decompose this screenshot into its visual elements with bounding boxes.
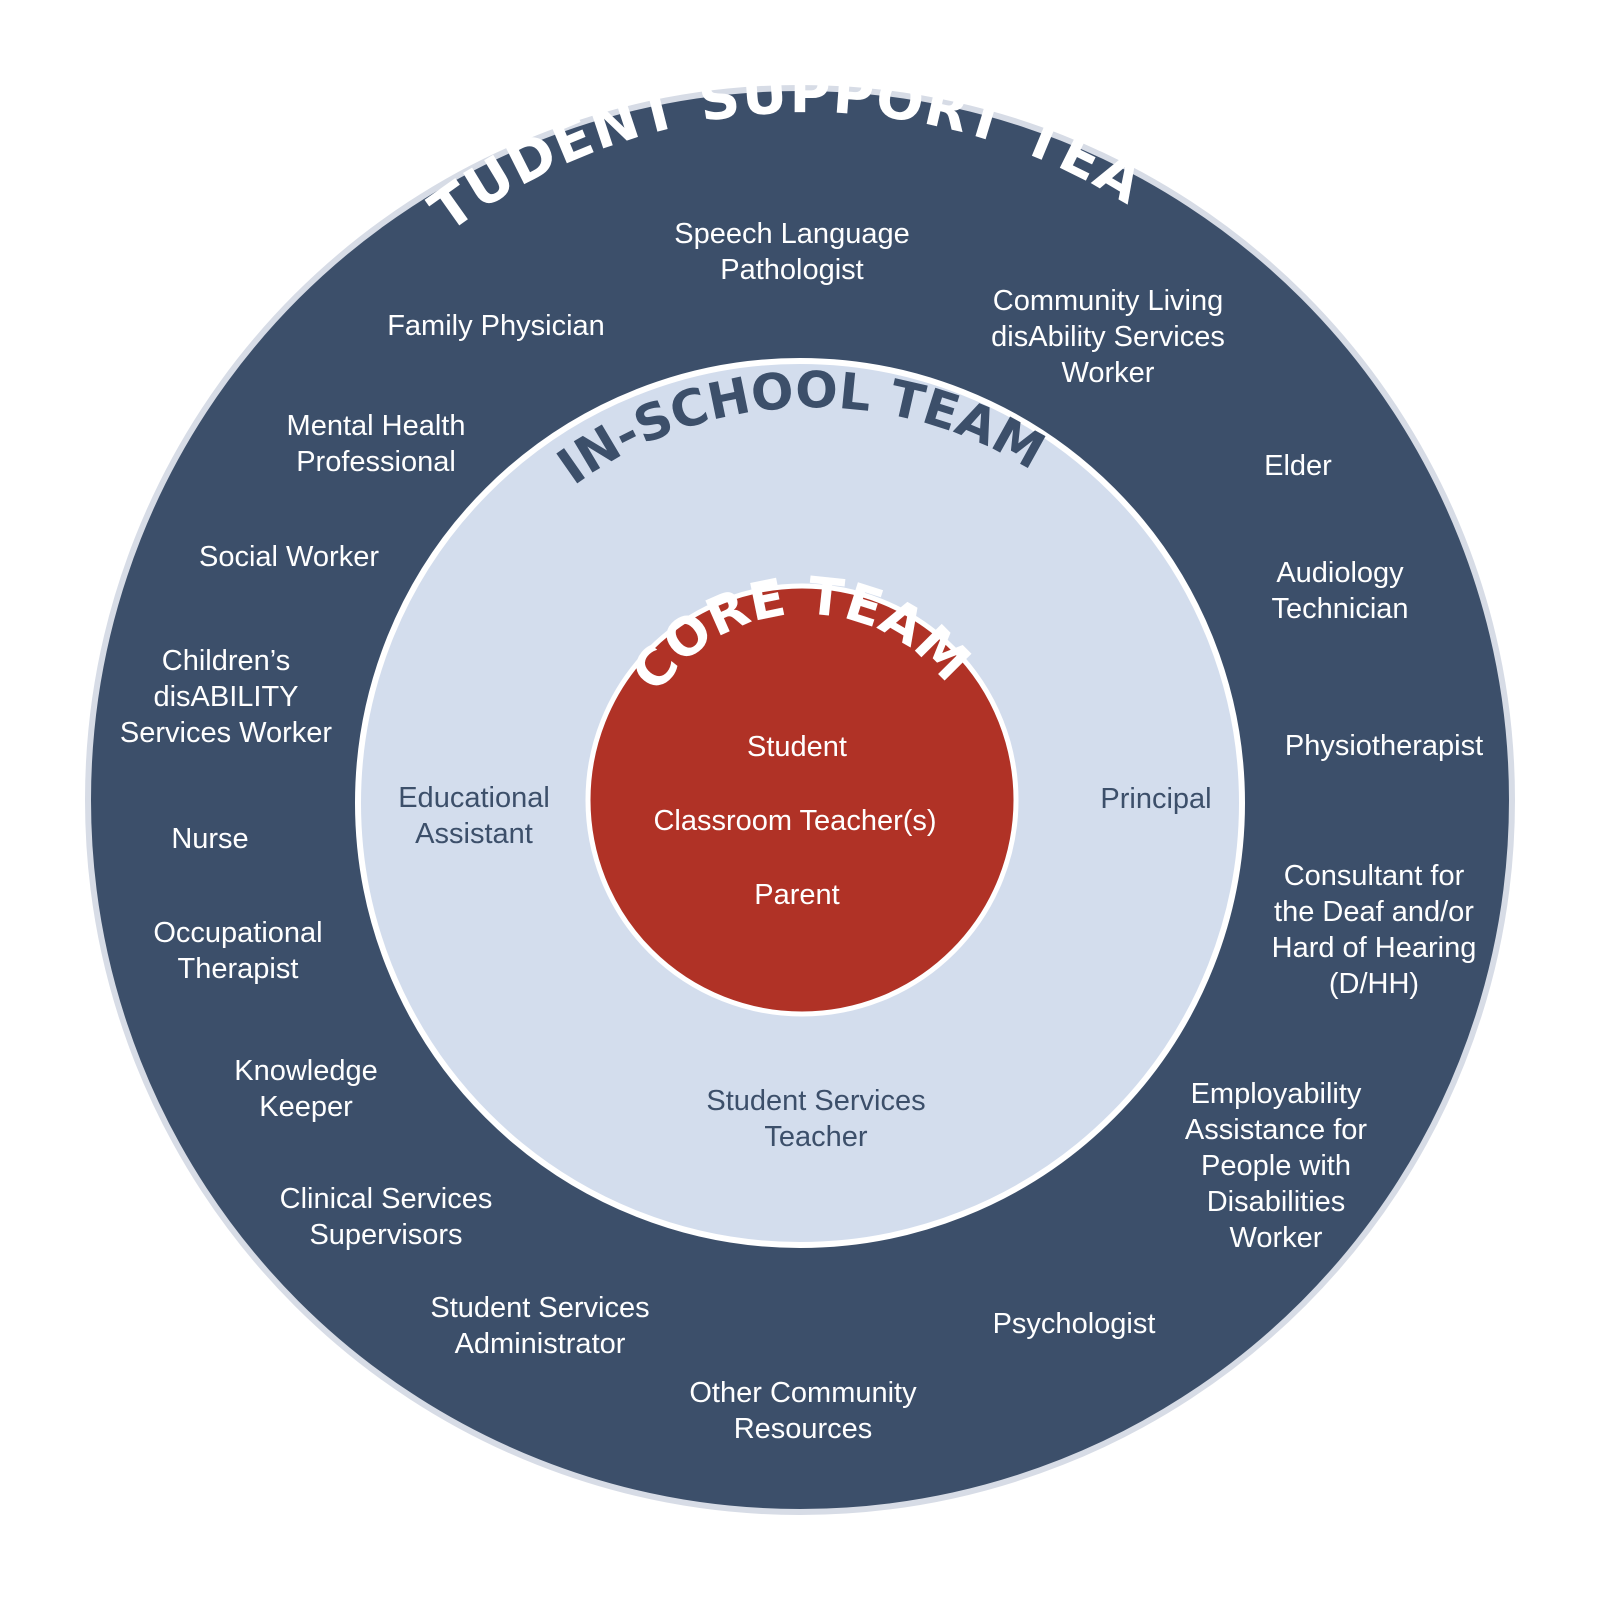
label-line: Keeper (259, 1091, 353, 1123)
label-line: Knowledge (234, 1055, 378, 1087)
label-line: Other Community (689, 1377, 917, 1409)
label-line: Parent (754, 879, 839, 911)
label-physiotherapist: Physiotherapist (1285, 730, 1483, 762)
label-line: Social Worker (199, 541, 379, 573)
label-line: Employability (1191, 1078, 1362, 1110)
label-line: disABILITY (153, 681, 298, 713)
label-line: Teacher (764, 1121, 868, 1153)
label-social-worker: Social Worker (199, 541, 379, 573)
label-line: Classroom Teacher(s) (653, 805, 936, 837)
label-line: Nurse (171, 823, 248, 855)
label-line: Assistance for (1185, 1114, 1367, 1146)
label-line: People with (1201, 1150, 1351, 1182)
label-line: Pathologist (720, 254, 864, 286)
label-principal: Principal (1100, 783, 1211, 815)
label-line: (D/HH) (1329, 968, 1419, 1000)
label-line: Mental Health (287, 410, 466, 442)
label-line: Consultant for (1284, 860, 1465, 892)
label-elder: Elder (1264, 450, 1332, 482)
label-line: Technician (1271, 593, 1408, 625)
label-line: Professional (296, 446, 456, 478)
label-line: Children’s (162, 645, 290, 677)
label-line: Disabilities (1207, 1186, 1346, 1218)
label-line: Physiotherapist (1285, 730, 1483, 762)
label-line: Worker (1062, 357, 1155, 389)
label-line: Educational (398, 782, 550, 814)
label-line: Audiology (1276, 557, 1404, 589)
label-line: Supervisors (309, 1219, 462, 1251)
label-line: Student Services (430, 1292, 649, 1324)
label-parent: Parent (754, 879, 839, 911)
label-classroom-teacher: Classroom Teacher(s) (653, 805, 936, 837)
label-line: Therapist (178, 953, 299, 985)
label-line: the Deaf and/or (1274, 896, 1474, 928)
label-line: Occupational (153, 917, 322, 949)
label-psychologist: Psychologist (993, 1308, 1156, 1340)
label-line: Student (747, 731, 847, 763)
label-line: Psychologist (993, 1308, 1156, 1340)
label-line: disAbility Services (991, 321, 1225, 353)
label-line: Hard of Hearing (1272, 932, 1477, 964)
label-line: Elder (1264, 450, 1332, 482)
label-line: Administrator (455, 1328, 626, 1360)
label-childrens-disability: Children’s disABILITY Services Worker (120, 645, 333, 749)
label-line: Worker (1230, 1222, 1323, 1254)
label-line: Student Services (706, 1085, 925, 1117)
label-line: Community Living (993, 285, 1223, 317)
label-line: Services Worker (120, 717, 333, 749)
core-circle (585, 583, 1019, 1017)
label-line: Clinical Services (280, 1183, 493, 1215)
label-line: Family Physician (387, 310, 605, 342)
label-line: Principal (1100, 783, 1211, 815)
label-family-physician: Family Physician (387, 310, 605, 342)
label-line: Speech Language (674, 218, 909, 250)
label-student: Student (747, 731, 847, 763)
label-line: Assistant (415, 818, 533, 850)
label-nurse: Nurse (171, 823, 248, 855)
label-line: Resources (734, 1413, 873, 1445)
